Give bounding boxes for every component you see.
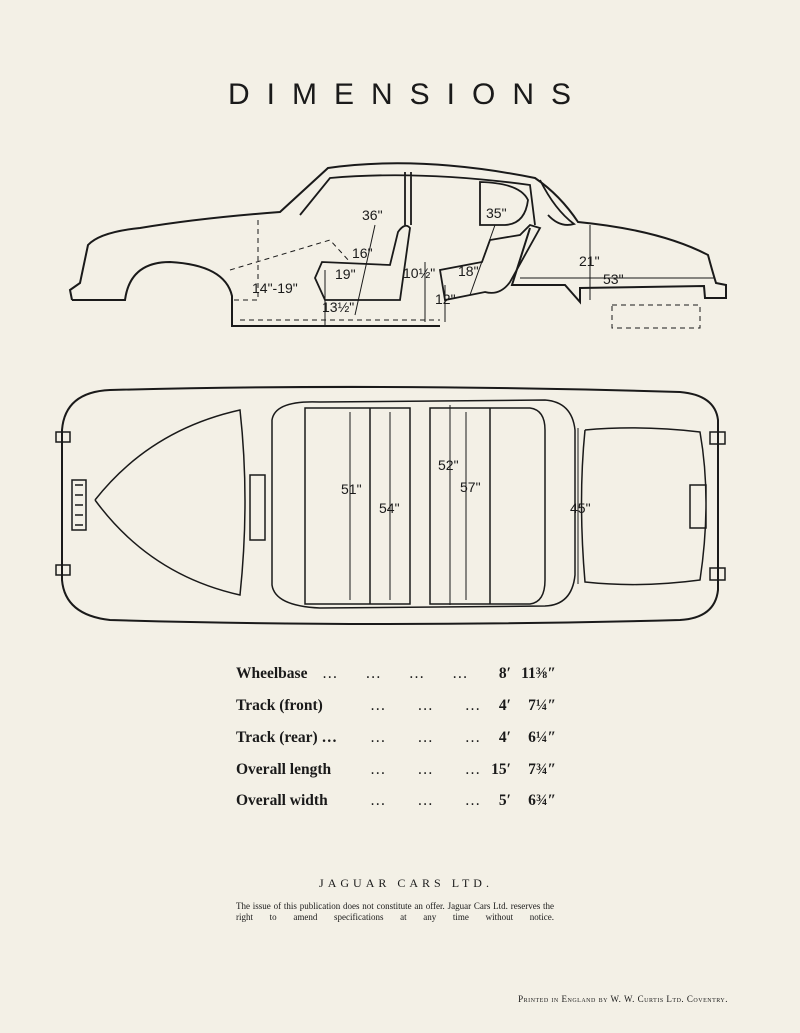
spec-label: Track (front) [236,697,323,714]
dim-front-shoulder: 51" [341,481,362,497]
top-seats [304,407,546,605]
dim-knee-room: 10½" [403,265,435,281]
top-body-outline [61,385,719,625]
spec-row: Track (rear) … … … … 4′ 6¼″ [236,729,556,749]
spec-inches: 7¾″ [528,761,556,778]
dim-boot-width: 45" [570,500,591,516]
dim-rear-cushion: 18" [458,263,479,279]
spec-label: Wheelbase [236,665,308,682]
spec-leader: … … … … [322,665,469,682]
side-dimension-labels: 36" 35" 16" 19" 14"-19" 13½" 10½" 18" 12… [252,205,624,315]
top-bumpers [55,431,726,581]
spec-inches: 6¼″ [528,729,556,746]
spec-feet: 8′ [498,665,511,682]
side-seats [314,223,542,302]
dim-rear-seat-height: 12" [435,291,456,307]
spec-leader: … … … [370,792,482,809]
side-dimension-lines [324,224,715,326]
dim-boot-length: 53" [603,271,624,287]
spec-row: Overall width … … … 5′ 6¾″ [236,792,556,812]
spec-inches: 6¾″ [528,792,556,809]
dim-rear-shoulder: 52" [438,457,459,473]
spec-feet: 4′ [498,729,511,746]
spec-row: Track (front) … … … 4′ 7¼″ [236,697,556,717]
side-view-diagram: 36" 35" 16" 19" 14"-19" 13½" 10½" 18" 12… [68,162,727,329]
spec-leader: … … … [370,761,482,778]
top-boot [580,427,707,586]
spec-label: Track (rear) … [236,729,337,746]
spec-label: Overall width [236,792,328,809]
legal-notice: The issue of this publication does not c… [236,901,554,922]
dim-boot-height: 21" [579,253,600,269]
side-roof-windows [299,172,577,226]
top-dimension-lines [349,405,579,605]
spec-label: Overall length [236,761,332,778]
spec-feet: 5′ [498,792,511,809]
dim-front-width: 54" [379,500,400,516]
top-grille [71,479,87,531]
dim-headroom-front: 36" [362,207,383,223]
top-dimension-labels: 51" 54" 52" 57" 45" [341,457,591,516]
company-name: JAGUAR CARS LTD. [319,876,493,890]
dim-headroom-rear: 35" [486,205,507,221]
page-title: DIMENSIONS [227,78,589,111]
spec-row: Overall length … … … 15′ 7¾″ [236,761,556,781]
spec-row: Wheelbase … … … … 8′ 11⅜″ [236,665,556,685]
dim-front-cushion: 19" [335,266,356,282]
spec-leader: … … … [370,729,482,746]
side-body-outline [68,162,727,327]
spec-leader: … … … [370,697,482,714]
top-cabin [271,399,576,609]
spec-feet: 4′ [498,697,511,714]
spec-inches: 7¼″ [528,697,556,714]
spec-feet: 15′ [491,761,511,778]
dim-legroom-front: 14"-19" [252,280,298,296]
dim-front-backrest: 16" [352,245,373,261]
dim-rear-width: 57" [460,479,481,495]
spec-inches: 11⅜″ [521,665,556,682]
top-bonnet [94,409,266,596]
dim-front-seat-height: 13½" [322,299,354,315]
top-view-diagram: 51" 54" 52" 57" 45" [55,385,726,625]
printer-credit: Printed in England by W. W. Curtis Ltd. … [518,994,728,1004]
